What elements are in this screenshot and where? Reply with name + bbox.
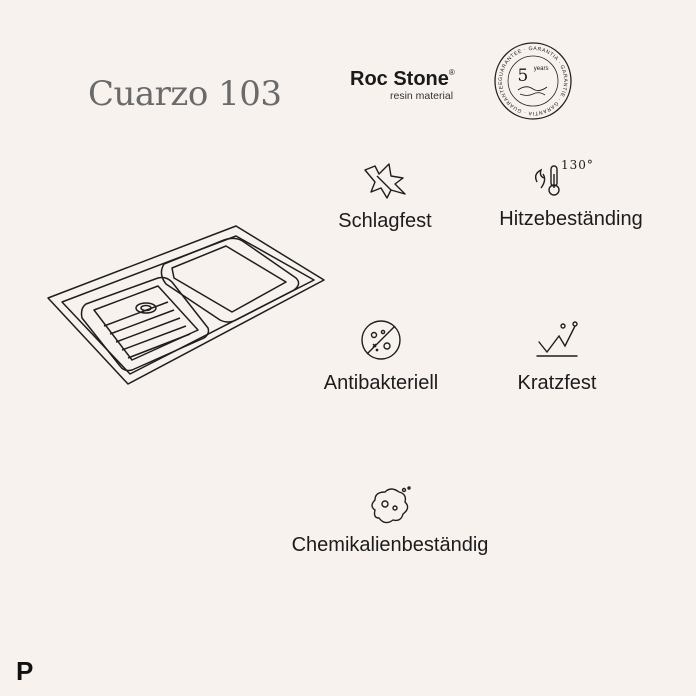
feature-antibakteriell: Antibakteriell	[306, 318, 456, 395]
seal-ring-icon: GUARANTEE · GARANTIA · GARANTIE · GARANT…	[492, 40, 572, 120]
antibacterial-icon	[361, 320, 401, 360]
heat-thermometer-icon	[534, 165, 560, 196]
scratch-resistant-icon	[536, 321, 578, 357]
guarantee-seal: GUARANTEE · GARANTIA · GARANTIE · GARANT…	[492, 40, 574, 122]
heat-temperature-text: 130°	[561, 158, 594, 172]
feature-schlagfest: Schlagfest	[330, 160, 440, 233]
corner-logo: P	[16, 656, 34, 686]
feature-label: Hitzebeständing	[499, 208, 643, 230]
feature-label: Kratzfest	[517, 372, 597, 394]
seal-years: 5 years	[517, 66, 549, 86]
feature-label: Antibakteriell	[323, 372, 439, 394]
product-title: Cuarzo 103	[88, 74, 282, 114]
brand-subtitle: resin material	[390, 90, 454, 102]
feature-hitzebestaendig: 130° Hitzebeständing	[486, 158, 656, 231]
brand-logo: Roc Stone® resin material	[350, 68, 455, 102]
chemical-resistant-icon	[371, 486, 411, 524]
sink-illustration	[47, 225, 325, 385]
feature-label: Chemikalienbeständig	[291, 534, 489, 556]
feature-chemikalienbestaendig: Chemikalienbeständig	[270, 484, 510, 557]
impact-icon	[364, 163, 406, 199]
feature-kratzfest: Kratzfest	[502, 318, 612, 395]
feature-label: Schlagfest	[338, 210, 432, 232]
brand-name: Roc Stone®	[350, 68, 455, 90]
